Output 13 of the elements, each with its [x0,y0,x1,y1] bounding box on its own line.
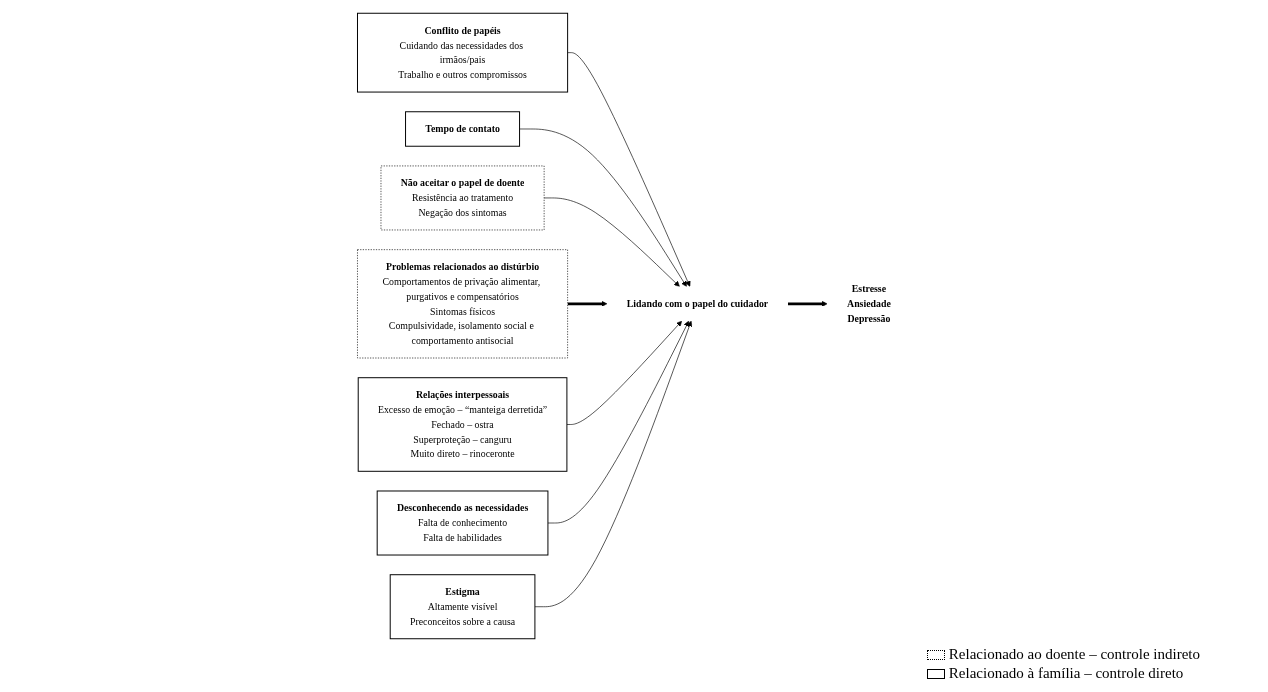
node-box: Problemas relacionados ao distúrbio Comportamentos de privação alimentar, purgativos e compensatórios Sintomas físicos Compulsividade, isolamento social e comportamento antisocial [357,249,568,359]
node-box: Não aceitar o papel de doente Resistência ao tratamento Negação dos sintomas [380,165,545,231]
arrow [787,300,828,307]
node-box: Tempo de contato [405,111,521,147]
arrow [567,300,608,307]
node-box: Relações interpessoais Excesso de emoção – “manteiga derretida” Fechado – ostra Superproteção – canguru Muito direto – rinoceronte [357,377,568,472]
legend-text: Relacionado ao doente – controle indireto [948,646,1200,663]
node-text: Lidando com o papel do cuidador [626,298,769,309]
node-box: Desconhecendo as necessidades Falta de conhecimento Falta de habilidades [376,490,549,556]
node-text: Estresse Ansiedade Depressão [847,283,891,324]
node-box: Conflito de papéis Cuidando das necessidades dos irmãos/pais Trabalho e outros compromissos [357,12,569,93]
node-box: Estigma Altamente visível Preconceitos sobre a causa [389,574,536,640]
legend-text: Relacionado à família – controle direto [948,665,1184,682]
